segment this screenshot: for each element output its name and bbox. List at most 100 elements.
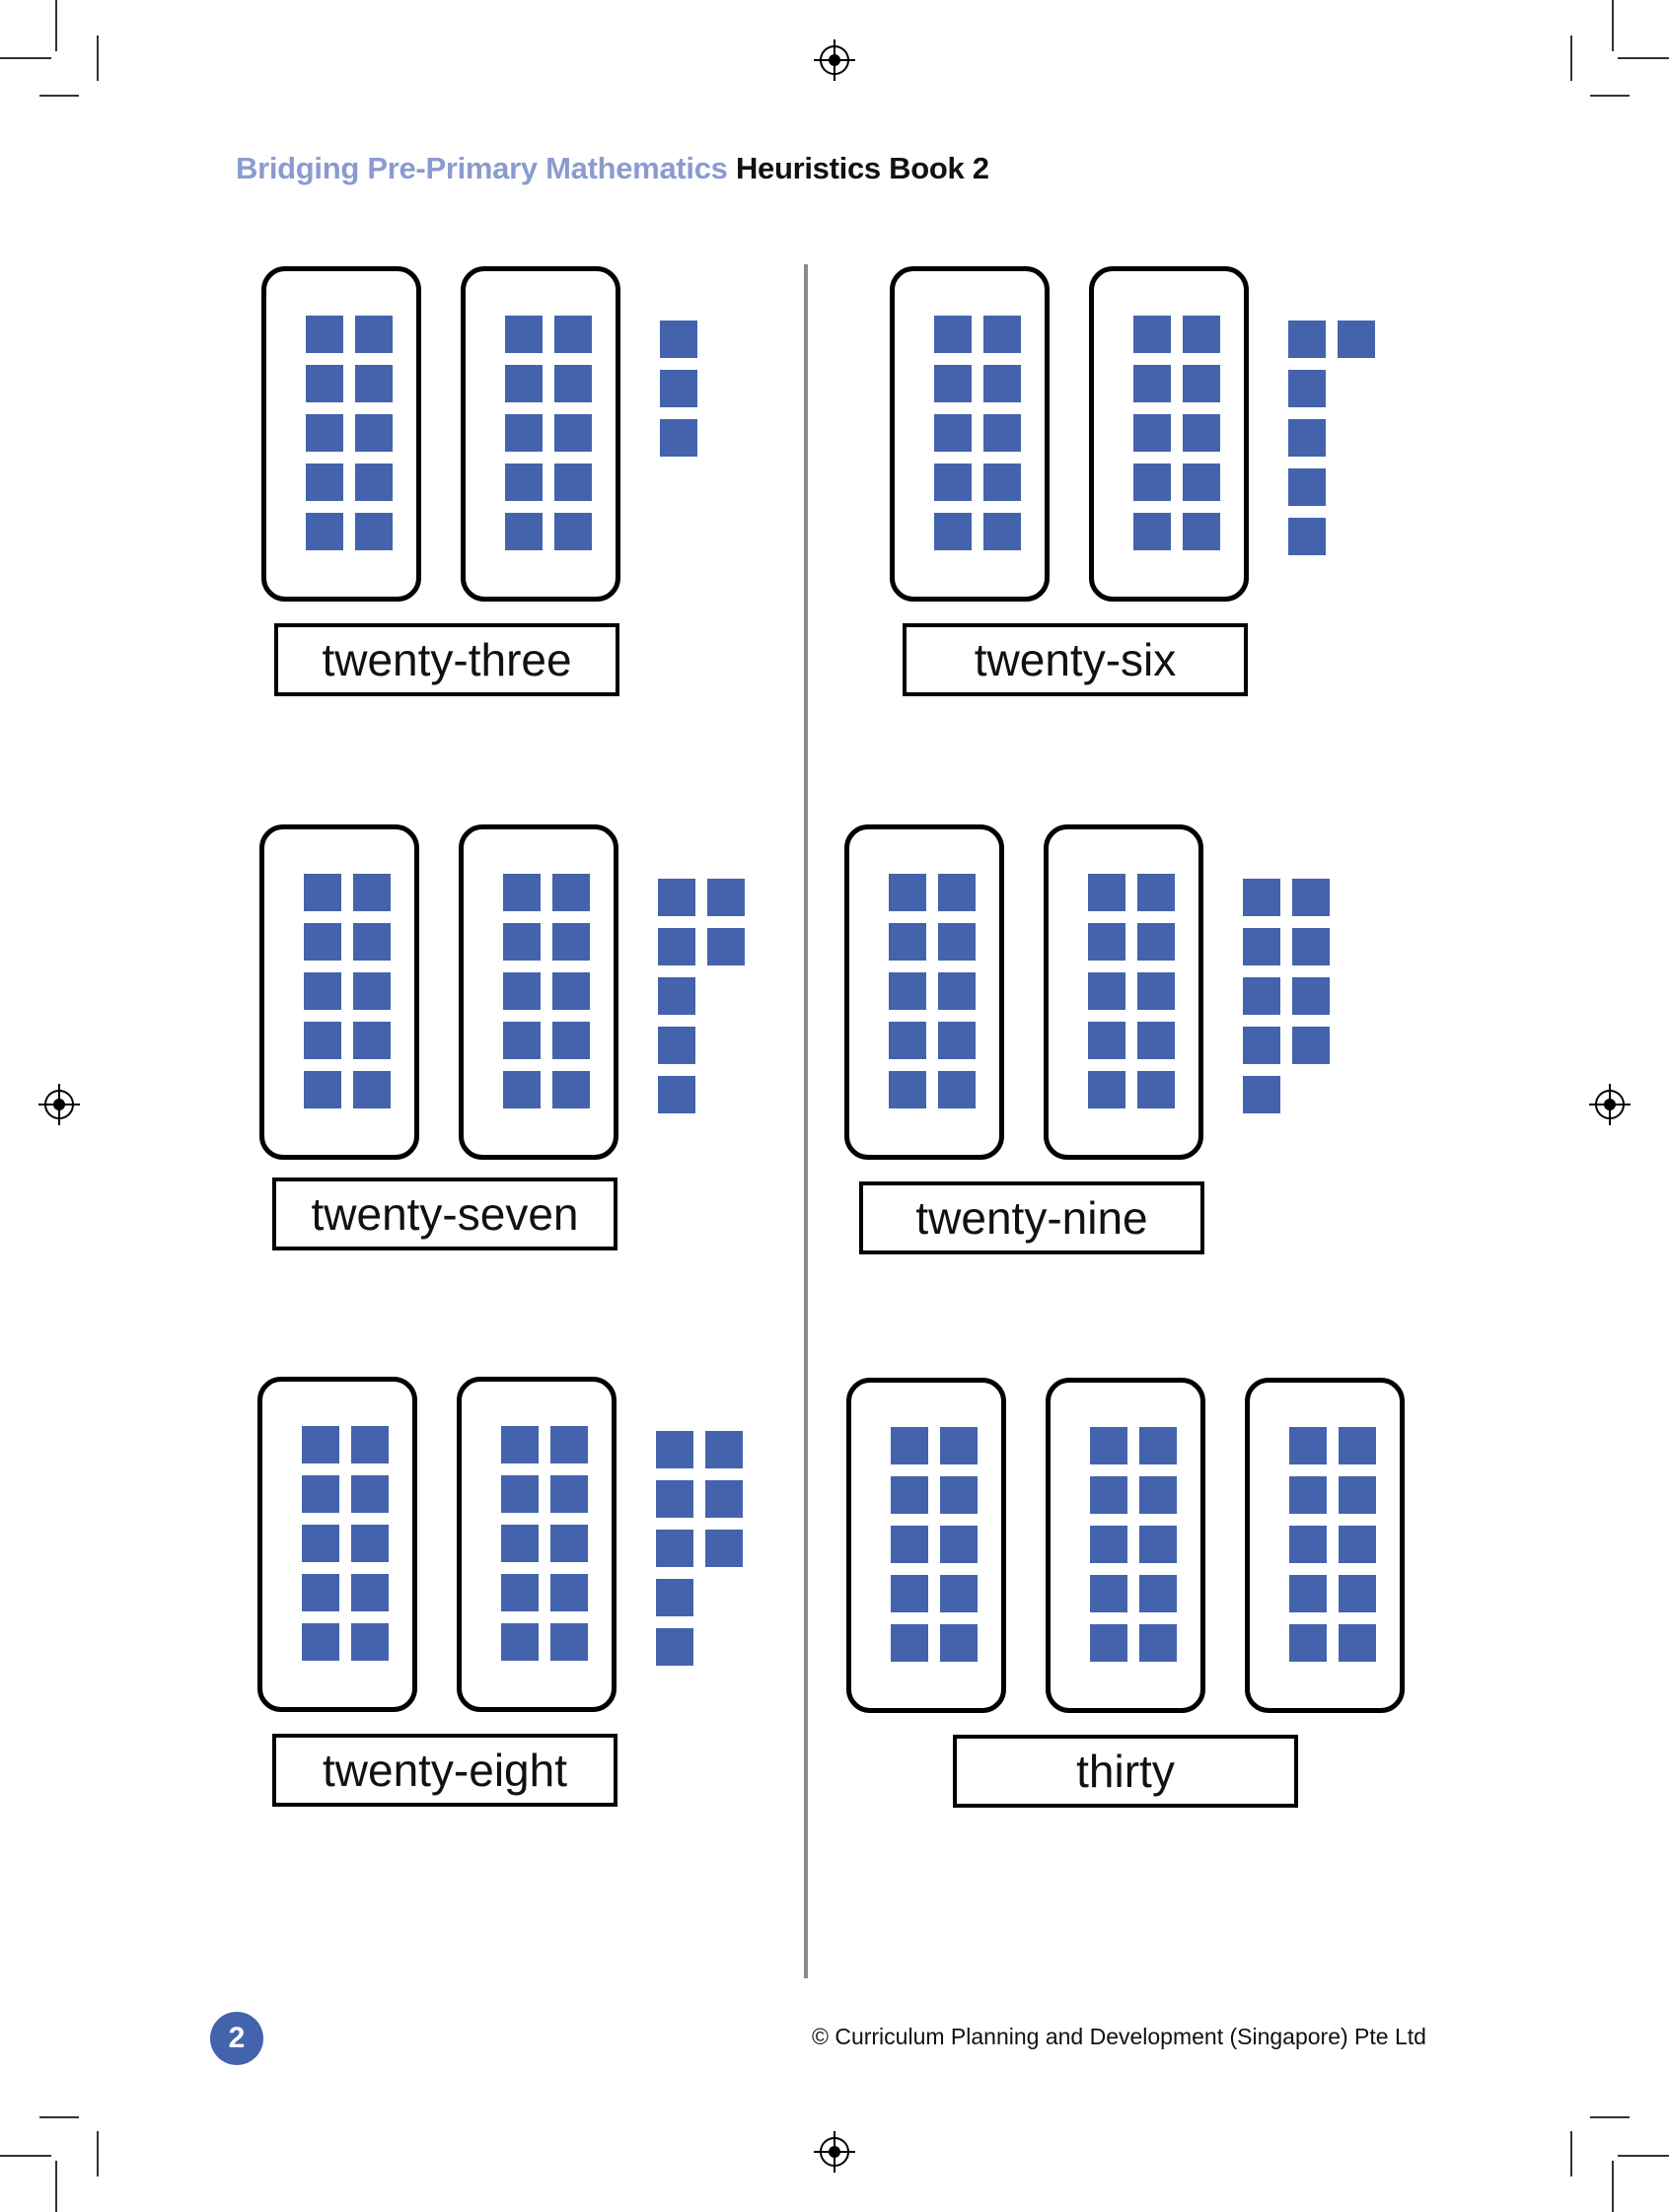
unit-cube (1090, 1575, 1127, 1612)
unit-cube (1090, 1427, 1127, 1464)
unit-cube (1339, 1476, 1376, 1514)
unit-cube (353, 923, 391, 961)
ten-rod (457, 1377, 617, 1712)
number-item: twenty-eight (257, 1377, 1007, 1840)
unit-cube (501, 1574, 539, 1611)
unit-cube (1137, 1022, 1175, 1059)
crop-mark (0, 57, 51, 59)
unit-cube (1139, 1575, 1177, 1612)
crop-mark (1618, 57, 1669, 59)
unit-cube (940, 1427, 978, 1464)
unit-cube (705, 1530, 743, 1567)
unit-cube (889, 1022, 926, 1059)
unit-cube (1183, 414, 1220, 452)
unit-cube (304, 923, 341, 961)
unit-cube (355, 414, 393, 452)
number-item: twenty-six (890, 266, 1639, 730)
unit-cube (1090, 1476, 1127, 1514)
unit-cube (1339, 1427, 1376, 1464)
unit-cube (355, 513, 393, 550)
unit-cube (656, 1431, 693, 1468)
unit-cube (656, 1480, 693, 1518)
crop-mark (1612, 0, 1614, 51)
unit-cube (889, 923, 926, 961)
unit-cube (940, 1575, 978, 1612)
unit-cube (1133, 365, 1171, 402)
unit-cube (891, 1427, 928, 1464)
unit-cube (1339, 1575, 1376, 1612)
unit-cube (1338, 321, 1375, 358)
unit-cube (355, 316, 393, 353)
unit-cube (705, 1480, 743, 1518)
unit-cube (302, 1623, 339, 1661)
unit-cube (1137, 1071, 1175, 1108)
unit-cube (552, 972, 590, 1010)
number-label: twenty-three (274, 623, 619, 696)
unit-cube (707, 879, 745, 916)
ten-rod (844, 824, 1004, 1160)
unit-cube (505, 464, 543, 501)
unit-cube (304, 1022, 341, 1059)
unit-cube (1289, 1476, 1327, 1514)
unit-cube (1292, 928, 1330, 965)
unit-cube (1243, 1076, 1280, 1113)
unit-cube (304, 874, 341, 911)
unit-cube (552, 874, 590, 911)
unit-cube (1133, 513, 1171, 550)
unit-cube (554, 365, 592, 402)
unit-cube (656, 1530, 693, 1567)
unit-cube (1243, 1027, 1280, 1064)
unit-cube (501, 1426, 539, 1463)
unit-cube (501, 1623, 539, 1661)
unit-cube (1137, 923, 1175, 961)
ten-rod (459, 824, 618, 1160)
unit-cube (891, 1526, 928, 1563)
unit-cube (306, 414, 343, 452)
unit-cube (1137, 972, 1175, 1010)
unit-cube (304, 972, 341, 1010)
crop-mark (0, 2155, 51, 2157)
unit-cube (503, 923, 541, 961)
unit-cube (938, 1022, 976, 1059)
unit-cube (1288, 518, 1326, 555)
unit-cube (304, 1071, 341, 1108)
unit-cube (658, 928, 695, 965)
ten-rod (1089, 266, 1249, 602)
unit-cube (707, 928, 745, 965)
crop-mark (39, 2116, 79, 2118)
unit-cube (1288, 321, 1326, 358)
unit-cube (1292, 879, 1330, 916)
unit-cube (1133, 414, 1171, 452)
unit-cube (1090, 1526, 1127, 1563)
unit-cube (302, 1574, 339, 1611)
registration-mark-icon (814, 39, 855, 81)
unit-cube (351, 1426, 389, 1463)
unit-cube (1090, 1624, 1127, 1662)
crop-mark (1590, 95, 1630, 97)
crop-mark (55, 0, 57, 51)
crop-mark (1570, 36, 1572, 81)
unit-cube (1133, 464, 1171, 501)
unit-cube (660, 321, 697, 358)
unit-cube (1139, 1476, 1177, 1514)
unit-cube (353, 972, 391, 1010)
unit-cube (705, 1431, 743, 1468)
unit-cube (351, 1475, 389, 1513)
unit-cube (1133, 316, 1171, 353)
series-title: Bridging Pre-Primary Mathematics (236, 151, 728, 185)
unit-cube (1289, 1575, 1327, 1612)
unit-cube (940, 1526, 978, 1563)
unit-cube (550, 1574, 588, 1611)
unit-cube (1339, 1526, 1376, 1563)
number-label: twenty-nine (859, 1181, 1204, 1254)
crop-mark (1612, 2161, 1614, 2212)
unit-cube (1088, 1071, 1125, 1108)
unit-cube (306, 464, 343, 501)
unit-cube (938, 923, 976, 961)
crop-mark (1570, 2131, 1572, 2176)
unit-cube (1243, 977, 1280, 1015)
unit-cube (550, 1475, 588, 1513)
ten-rod (1245, 1378, 1405, 1713)
unit-cube (1088, 1022, 1125, 1059)
unit-cube (355, 365, 393, 402)
